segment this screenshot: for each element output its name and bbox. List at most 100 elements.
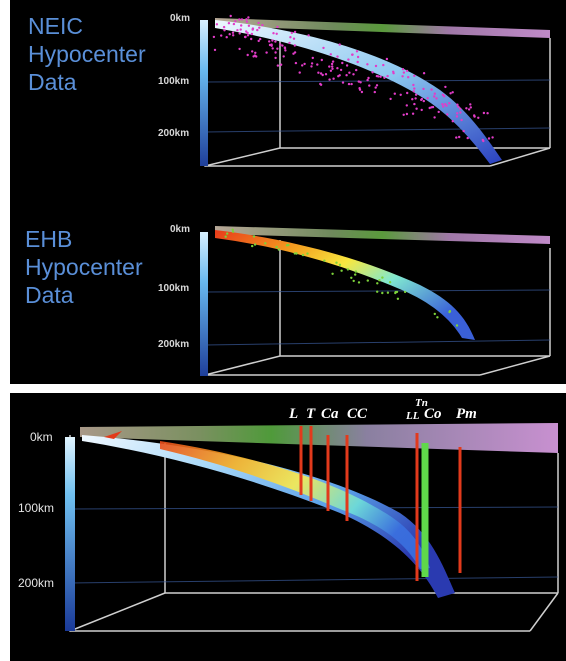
- hypocenter-point: [413, 102, 416, 106]
- hypocenter-point: [366, 63, 369, 66]
- ehb-label-line-1: EHB: [25, 226, 73, 252]
- hypocenter-point: [331, 60, 335, 63]
- hypocenter-point: [396, 297, 400, 300]
- hypocenter-point: [307, 34, 310, 37]
- bottom-depth-scale-bar: [65, 437, 75, 631]
- hypocenter-point: [254, 51, 257, 54]
- ehb-tick-0km: 0km: [170, 224, 191, 235]
- hypocenter-point: [317, 71, 320, 74]
- hypocenter-point: [303, 62, 306, 66]
- hypocenter-point: [412, 90, 415, 93]
- hypocenter-point: [451, 120, 454, 123]
- hypocenter-point: [392, 72, 395, 75]
- hypocenter-point: [405, 104, 408, 107]
- hypocenter-point: [246, 53, 249, 57]
- hypocenter-comparison-figure: NEIC Hypocenter Data 0km 100km 200km EHB…: [10, 0, 566, 384]
- hypocenter-point: [411, 98, 414, 101]
- hypocenter-point: [294, 61, 298, 65]
- hypocenter-point: [356, 60, 359, 64]
- hypocenter-point: [414, 93, 418, 96]
- hypocenter-point: [428, 106, 431, 110]
- volcano-label-T: T: [306, 406, 316, 422]
- hypocenter-point: [462, 129, 465, 133]
- hypocenter-point: [251, 50, 254, 53]
- hypocenter-point: [338, 43, 341, 46]
- hypocenter-point: [234, 20, 237, 23]
- hypocenter-point: [355, 68, 358, 72]
- hypocenter-point: [413, 87, 416, 90]
- hypocenter-point: [413, 74, 416, 78]
- hypocenter-point: [356, 55, 360, 59]
- hypocenter-point: [422, 99, 425, 103]
- hypocenter-point: [378, 279, 381, 282]
- neic-depth-scale-bar: [200, 20, 208, 166]
- hypocenter-point: [460, 118, 463, 122]
- hypocenter-point: [341, 61, 344, 65]
- hypocenter-point: [283, 47, 287, 50]
- neic-label: NEIC Hypocenter Data: [28, 12, 146, 96]
- neic-box: [204, 22, 551, 167]
- hypocenter-point: [251, 244, 254, 248]
- hypocenter-point: [215, 23, 219, 26]
- hypocenter-point: [341, 81, 345, 84]
- hypocenter-point: [227, 22, 231, 25]
- hypocenter-point: [433, 95, 436, 98]
- ehb-depth-scale-bar: [200, 232, 208, 376]
- hypocenter-point: [289, 36, 292, 39]
- hypocenter-point: [346, 268, 350, 271]
- hypocenter-point: [268, 40, 271, 43]
- hypocenter-point: [338, 263, 342, 266]
- hypocenter-point: [337, 75, 340, 78]
- volcano-label-Tn: Tn: [415, 397, 428, 409]
- hypocenter-point: [426, 97, 429, 100]
- neic-label-line-1: NEIC: [28, 13, 83, 39]
- hypocenter-point: [352, 73, 355, 76]
- hypocenter-point: [437, 110, 440, 114]
- hypocenter-point: [329, 53, 332, 56]
- hypocenter-point: [259, 37, 262, 41]
- neic-hypocenter-points: [212, 14, 494, 143]
- hypocenter-point: [381, 291, 384, 295]
- hypocenter-point: [245, 18, 248, 21]
- hypocenter-point: [456, 112, 459, 115]
- hypocenter-point: [253, 243, 257, 246]
- neic-surface-map: [215, 18, 550, 38]
- hypocenter-point: [376, 290, 379, 293]
- hypocenter-point: [405, 69, 409, 73]
- hypocenter-point: [270, 44, 273, 47]
- hypocenter-point: [288, 41, 291, 45]
- hypocenter-point: [451, 91, 454, 94]
- hypocenter-point: [414, 97, 417, 100]
- hypocenter-point: [231, 228, 234, 231]
- hypocenter-point: [276, 64, 280, 67]
- hypocenter-point: [402, 113, 405, 117]
- neic-tick-0km: 0km: [170, 13, 191, 24]
- hypocenter-point: [430, 106, 433, 109]
- hypocenter-point: [265, 51, 268, 54]
- hypocenter-point: [354, 270, 358, 273]
- hypocenter-point: [293, 44, 296, 47]
- hypocenter-point: [348, 71, 351, 74]
- hypocenter-point: [456, 103, 459, 106]
- hypocenter-point: [231, 230, 235, 233]
- hypocenter-point: [377, 75, 380, 78]
- volcano-slab-figure: 0km 100km 200km L T Ca CC Tn LL Co Pm: [10, 393, 566, 661]
- hypocenter-point: [350, 276, 353, 279]
- bottom-tick-100km: 100km: [18, 501, 55, 515]
- bottom-tick-0km: 0km: [30, 430, 53, 444]
- hypocenter-point: [354, 273, 357, 276]
- hypocenter-point: [352, 279, 355, 283]
- hypocenter-point: [405, 112, 409, 116]
- hypocenter-point: [374, 86, 377, 89]
- hypocenter-point: [386, 74, 389, 78]
- hypocenter-point: [477, 116, 480, 120]
- hypocenter-point: [347, 58, 350, 61]
- hypocenter-point: [245, 20, 249, 23]
- hypocenter-point: [441, 103, 444, 106]
- hypocenter-point: [236, 29, 239, 32]
- hypocenter-point: [306, 252, 309, 255]
- hypocenter-point: [393, 92, 396, 95]
- hypocenter-point: [336, 67, 339, 70]
- hypocenter-point: [213, 48, 217, 52]
- hypocenter-point: [359, 81, 362, 84]
